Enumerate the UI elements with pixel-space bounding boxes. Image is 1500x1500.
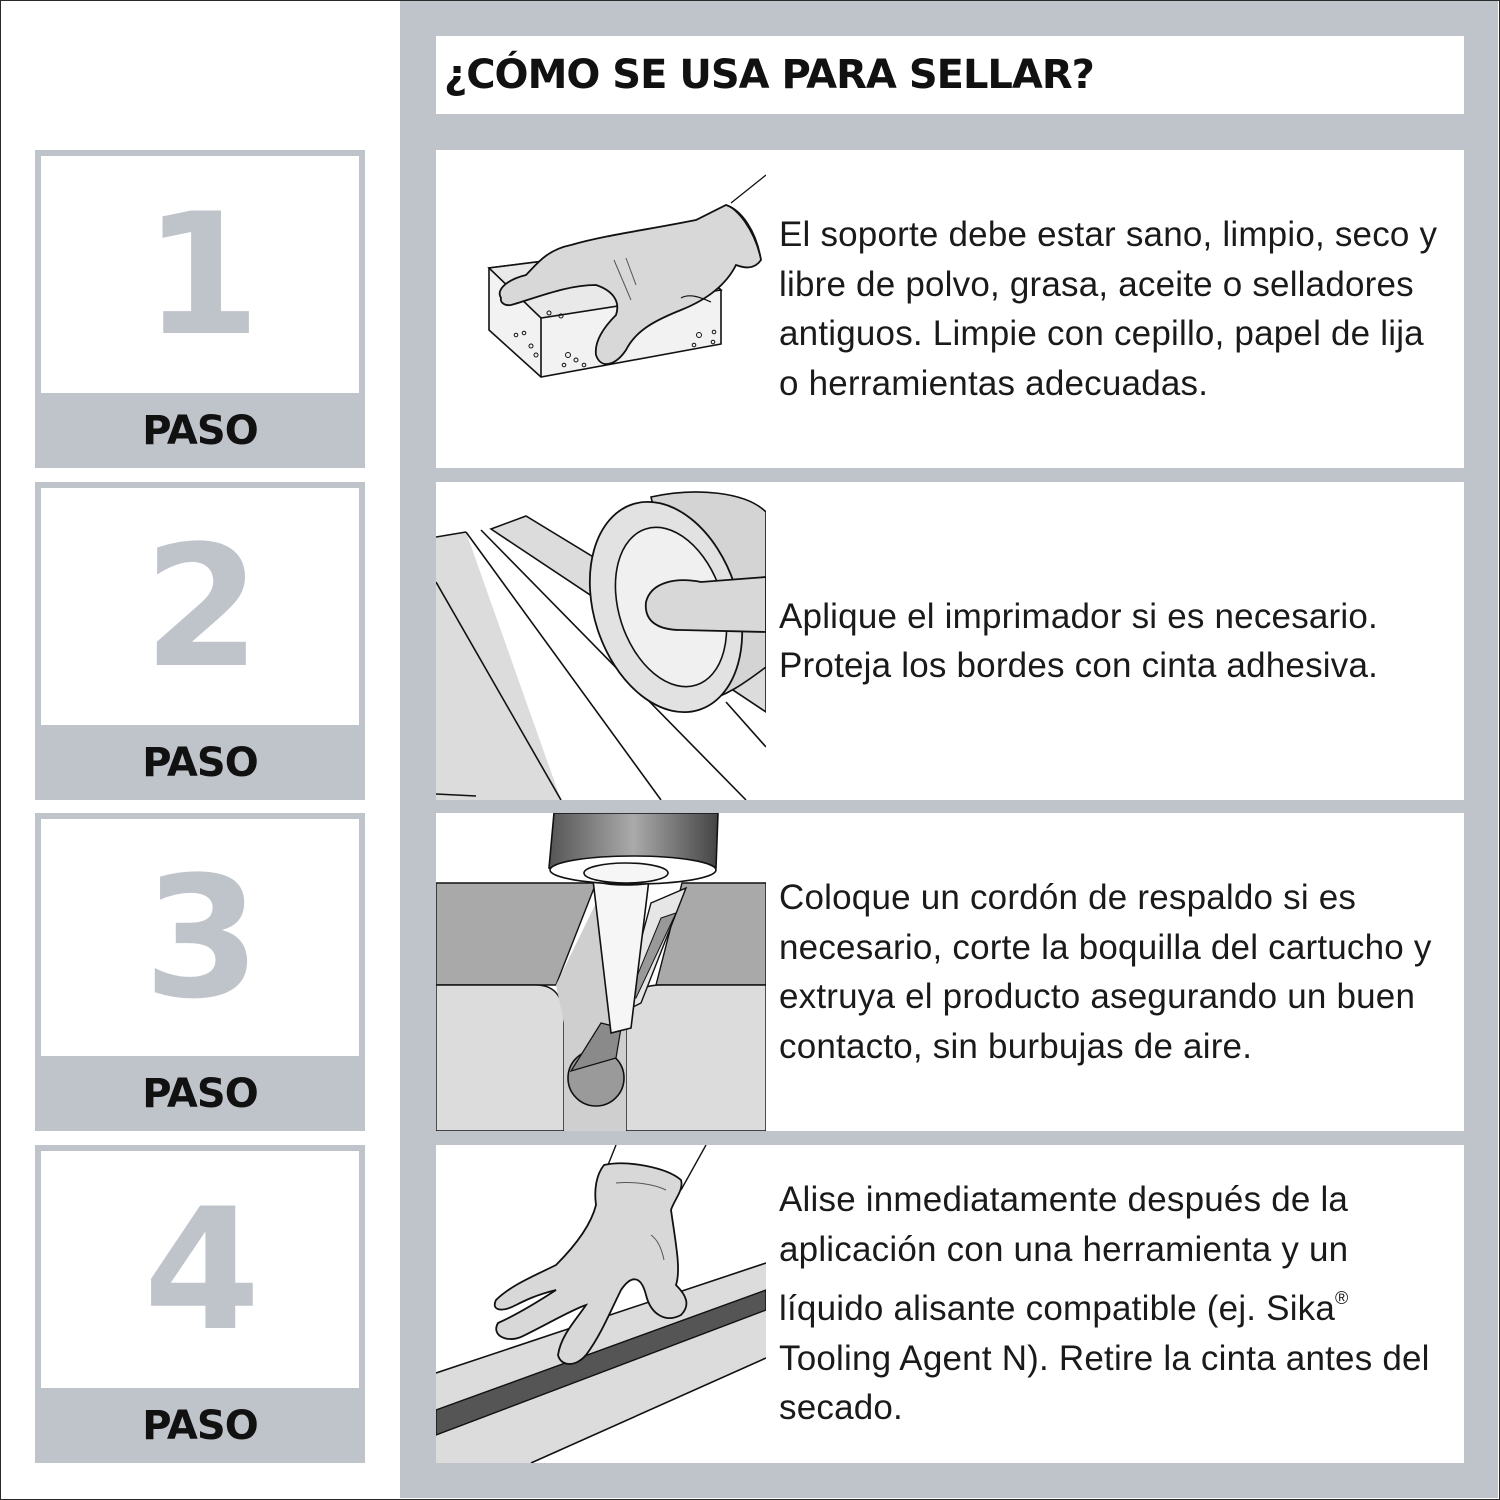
step-label: PASO <box>142 739 258 786</box>
step-panel-3: Coloque un cordón de respaldo si es nece… <box>436 813 1464 1131</box>
step-4-text: Alise inmediatamente después de la aplic… <box>779 1175 1444 1433</box>
step-description: Coloque un cordón de respaldo si es nece… <box>779 813 1444 1131</box>
step-description: El soporte debe estar sano, limpio, seco… <box>779 150 1444 468</box>
step-panel-4: Alise inmediatamente después de la aplic… <box>436 1145 1464 1463</box>
page-title: ¿CÓMO SE USA PARA SELLAR? <box>444 52 1095 98</box>
step-label: PASO <box>142 1070 258 1117</box>
step-2-text: Aplique el imprimador si es necesario. P… <box>779 596 1379 686</box>
step-label: PASO <box>142 1402 258 1449</box>
cartridge-nozzle-joint-icon <box>436 813 766 1131</box>
step-badge-4: 4 PASO <box>35 1145 365 1463</box>
step-3-text: Coloque un cordón de respaldo si es nece… <box>779 878 1432 1066</box>
step-number-area: 1 <box>41 156 359 393</box>
masking-tape-roll-icon <box>436 491 766 800</box>
step-badge-2: 2 PASO <box>35 482 365 800</box>
step-4-text-end: Tooling Agent N). Retire la cinta antes … <box>779 1338 1430 1428</box>
step-badge-1: 1 PASO <box>35 150 365 468</box>
step-badge-3: 3 PASO <box>35 813 365 1131</box>
step-number: 2 <box>143 508 261 705</box>
step-number-area: 2 <box>41 488 359 725</box>
gloved-hand-smoothing-joint-icon <box>436 1145 766 1463</box>
step-description: Aplique el imprimador si es necesario. P… <box>779 482 1444 800</box>
step-panel-1: El soporte debe estar sano, limpio, seco… <box>436 150 1464 468</box>
step-label: PASO <box>142 407 258 454</box>
step-number: 4 <box>143 1171 261 1368</box>
step-number-area: 4 <box>41 1151 359 1388</box>
step-description: Alise inmediatamente después de la aplic… <box>779 1145 1444 1463</box>
step-number: 3 <box>143 839 261 1036</box>
step-panel-2: Aplique el imprimador si es necesario. P… <box>436 482 1464 800</box>
page-title-bar: ¿CÓMO SE USA PARA SELLAR? <box>436 36 1464 114</box>
step-4-text-main: Alise inmediatamente después de la aplic… <box>779 1180 1349 1329</box>
step-number: 1 <box>143 176 261 373</box>
gloved-hand-cleaning-block-icon <box>487 174 766 378</box>
step-1-text: El soporte debe estar sano, limpio, seco… <box>779 215 1438 403</box>
registered-mark: ® <box>1335 1288 1349 1309</box>
step-number-area: 3 <box>41 819 359 1056</box>
